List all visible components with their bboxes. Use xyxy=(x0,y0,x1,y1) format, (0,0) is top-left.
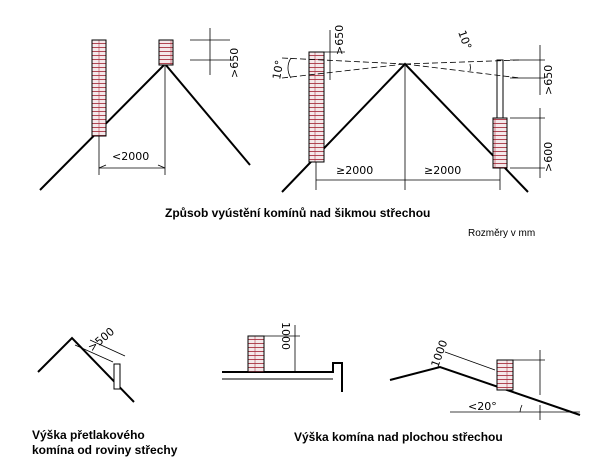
roof-outline xyxy=(39,62,251,191)
chimney-right-flue xyxy=(496,59,504,119)
dim-1000-shallow: 1000 xyxy=(429,338,451,369)
diagram-shallow-roof: 1000 <20° xyxy=(389,338,581,420)
angle-10-right: 10° xyxy=(455,29,474,52)
caption-overpressure-line2: komína od roviny střechy xyxy=(32,443,178,457)
chimney-left xyxy=(91,39,107,137)
angle-10-left: 10° xyxy=(270,59,286,80)
caption-overpressure-line1: Výška přetlakového xyxy=(32,428,145,442)
roof-outline xyxy=(222,362,343,392)
dim-ge-2000-left: ≥2000 xyxy=(336,164,373,177)
caption-slanted-roof: Způsob vyústění komínů nad šikmou střech… xyxy=(165,206,431,220)
units-note: Rozměry v mm xyxy=(468,228,536,239)
dim-gt-650-a: >650 xyxy=(228,48,241,78)
chimney-flat xyxy=(247,335,265,373)
chimney-shallow xyxy=(496,359,514,391)
diagram-slanted-roof-left: <2000 >650 xyxy=(39,28,251,191)
dim-gt-600: >600 xyxy=(542,142,555,172)
dim-1000-flat: 1000 xyxy=(279,322,292,350)
dim-ge-2000-right: ≥2000 xyxy=(424,164,461,177)
chimney-small xyxy=(113,363,121,390)
chimney-right-base xyxy=(492,117,508,169)
chimney-left-tall xyxy=(308,51,325,163)
diagram-slanted-roof-right: 10° 10° >650 >650 >600 ≥2000 ≥2000 xyxy=(270,25,555,193)
chimney-ridge xyxy=(158,39,174,66)
caption-flat-roof: Výška komína nad plochou střechou xyxy=(294,430,503,444)
roof-outline xyxy=(389,365,581,416)
dim-gt-650-b: >650 xyxy=(333,25,346,55)
dim-lt-2000: <2000 xyxy=(112,150,149,163)
diagram-overpressure: >500 xyxy=(37,325,135,403)
dim-gt-650-c: >650 xyxy=(542,65,555,95)
angle-lt-20: <20° xyxy=(468,400,497,413)
diagram-flat-roof: 1000 xyxy=(222,322,343,392)
roof-outline xyxy=(37,336,135,403)
